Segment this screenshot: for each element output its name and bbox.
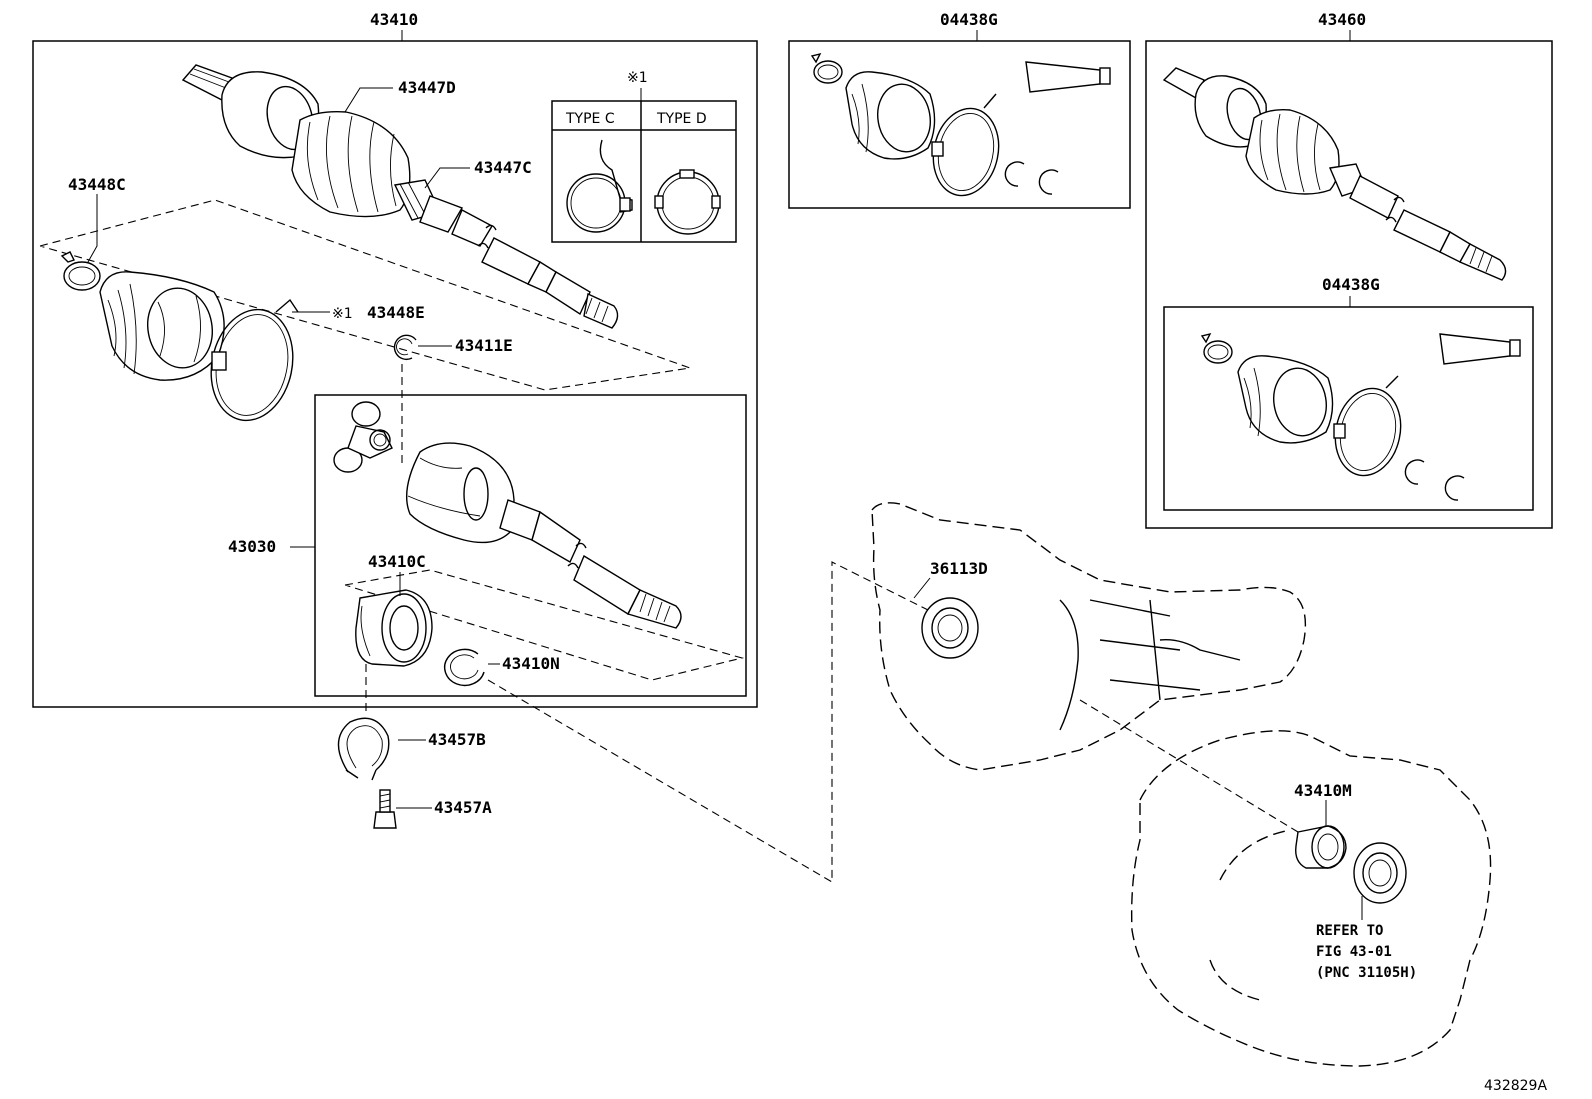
label-boot-kit-right[interactable]: 04438G: [1322, 275, 1380, 294]
inner-joint-box: [314, 394, 747, 697]
label-inner-joint[interactable]: 43030: [228, 537, 276, 556]
snap-ring-icon: [393, 334, 417, 361]
clamp-type-d-icon: [654, 169, 721, 235]
refer-note-line3: (PNC 31105H): [1316, 965, 1417, 981]
label-bracket[interactable]: 43457B: [428, 730, 486, 749]
bearing-snap-ring-icon: [444, 648, 485, 687]
bolt-icon: [373, 789, 397, 829]
drive-shaft-icon: [181, 64, 619, 329]
inset-type-d-label: TYPE D: [656, 111, 707, 127]
label-snap-ring[interactable]: 43411E: [455, 336, 513, 355]
label-trans-bearing[interactable]: 43410M: [1294, 781, 1352, 800]
right-assembly-group: 43460 04438G: [1145, 10, 1553, 529]
transmission-outline-icon: [1130, 730, 1492, 1067]
boot-kit-top-small-clamp-icon: [810, 52, 843, 84]
boot-kit-right-band-icon: [1333, 375, 1402, 477]
inner-joint-shaft-icon: [405, 442, 682, 629]
left-assembly-group: 43410 43: [32, 10, 758, 708]
inset-box: [551, 100, 737, 243]
boot-kit-top-boot-icon: [845, 71, 936, 160]
label-case-seal[interactable]: 36113D: [930, 559, 988, 578]
boot-kit-top-snap-rings-icon: [1004, 161, 1059, 195]
tripod-spider-icon: [333, 401, 393, 473]
label-small-clamp[interactable]: 43448C: [68, 175, 126, 194]
large-clamp-band-icon: [210, 298, 299, 422]
boot-kit-right-snap-rings-icon: [1404, 459, 1465, 501]
label-large-clamp-mark: ※1: [332, 306, 353, 322]
right-drive-shaft-icon: [1162, 67, 1507, 281]
inner-boot-icon: [99, 271, 225, 381]
trans-bearing-icon: [1295, 825, 1347, 869]
clamp-type-inset: ※1 TYPE C TYPE D: [551, 70, 737, 243]
inset-mark: ※1: [627, 70, 648, 86]
case-seal-icon: [921, 597, 979, 659]
refer-note-line1: REFER TO: [1316, 923, 1383, 939]
boot-kit-top-box: [788, 40, 1131, 209]
label-large-clamp[interactable]: 43448E: [367, 303, 425, 322]
boot-kit-right-grease-tube-icon: [1439, 333, 1521, 365]
refer-note-line2: FIG 43-01: [1316, 944, 1392, 960]
clamp-type-c-icon: [566, 139, 633, 233]
bearing-icon: [355, 589, 433, 667]
boot-kit-right-small-clamp-icon: [1200, 332, 1233, 364]
trans-oil-seal-icon: [1353, 842, 1407, 904]
left-assembly-box: [32, 40, 758, 708]
boot-kit-right-box: [1163, 306, 1534, 511]
label-right-assembly[interactable]: 43460: [1318, 10, 1366, 29]
label-bolt[interactable]: 43457A: [434, 798, 492, 817]
inset-type-c-label: TYPE C: [565, 111, 615, 127]
boot-kit-top-group: 04438G: [788, 10, 1131, 209]
small-clamp-icon: [60, 251, 101, 291]
right-assembly-box: [1145, 40, 1553, 529]
label-bearing-snap-ring[interactable]: 43410N: [502, 654, 560, 673]
label-left-assembly[interactable]: 43410: [370, 10, 418, 29]
bracket-icon: [337, 717, 390, 781]
label-boot-clamp-inner[interactable]: 43447C: [474, 158, 532, 177]
boot-kit-top-grease-tube-icon: [1025, 61, 1111, 93]
transfer-case-icon: [871, 502, 1307, 771]
label-outer-boot[interactable]: 43447D: [398, 78, 456, 97]
diagram-id: 432829A: [1484, 1078, 1547, 1094]
boot-kit-top-band-icon: [931, 93, 1000, 197]
boot-kit-right-boot-icon: [1237, 355, 1334, 444]
label-bearing[interactable]: 43410C: [368, 552, 426, 571]
label-boot-kit-top[interactable]: 04438G: [940, 10, 998, 29]
